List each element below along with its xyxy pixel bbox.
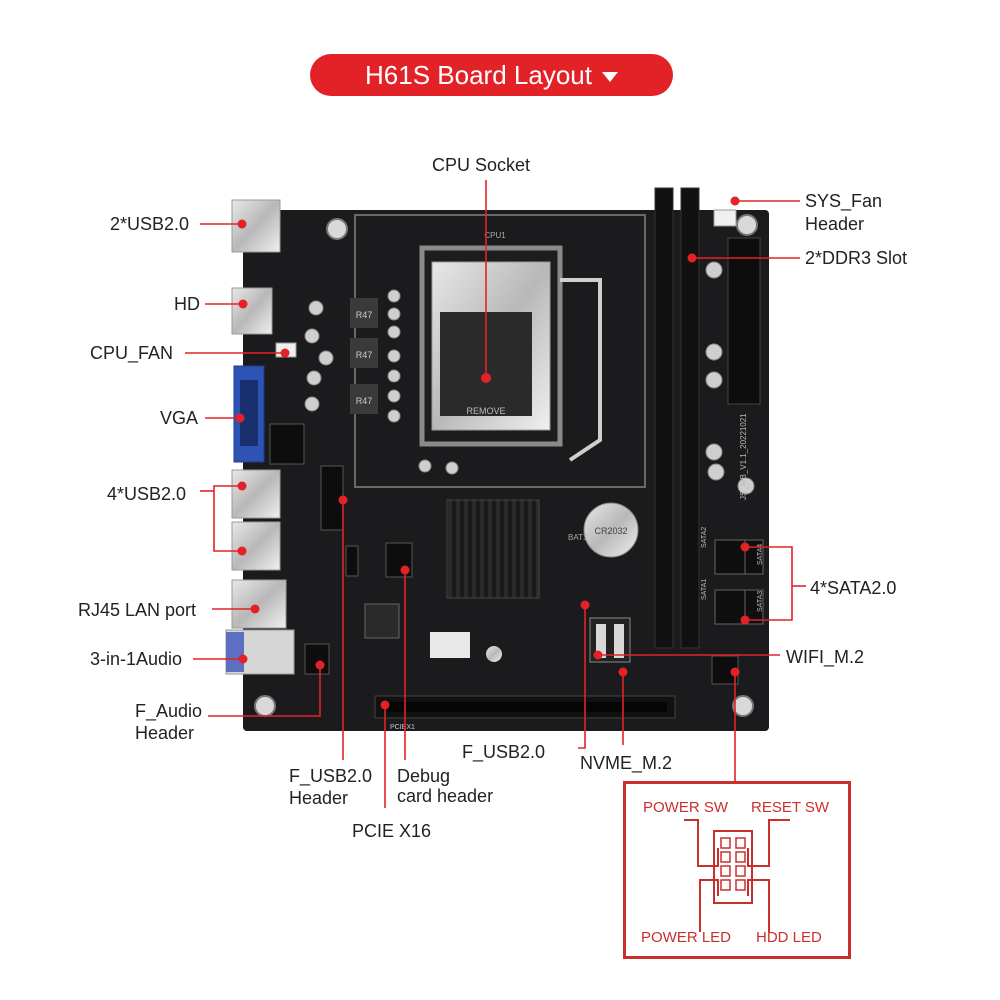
label-sata: 4*SATA2.0 [810,578,897,598]
label-sys-fan-header: Header [805,214,865,234]
pcie-x16-contacts [383,702,667,712]
cpu-lever [560,278,602,462]
label-wifi: WIFI_M.2 [786,647,865,667]
label-vga: VGA [160,408,199,428]
front-panel-box [623,781,851,959]
qr-sticker [430,632,470,658]
pciex1-text: PCIEX1 [390,724,415,731]
cpu-power-connector [269,423,305,465]
label-f-usb-header: F_USB2.0 [289,766,373,786]
nvme-m2-slot [614,624,624,658]
title-text: H61S Board Layout [365,59,592,90]
panel-hdd-led: HDD LED [756,929,822,946]
svg-text:SATA3: SATA3 [757,591,764,612]
label-hd: HD [174,294,200,314]
leader-lines [185,180,806,808]
rear-io [225,199,295,675]
chipset-heatsink [446,499,540,599]
label-f-audio-header: Header [135,723,195,743]
label-rj45: RJ45 LAN port [78,600,197,620]
label-debug-2: card header [397,786,494,806]
panel-power-sw: POWER SW [643,799,728,816]
svg-text:SATA1: SATA1 [701,579,708,600]
title-banner: H61S Board Layout [310,54,673,96]
label-f-usb-right: F_USB2.0 [462,742,546,762]
ddr3-slot-2 [680,187,700,649]
capacitors [304,261,755,495]
lan-chip [364,603,400,639]
label-cpu-socket: CPU Socket [432,155,531,175]
svg-text:SATA2: SATA2 [701,527,708,548]
svg-text:R47: R47 [356,396,373,406]
svg-text:R47: R47 [356,310,373,320]
battery-text: CR2032 [594,526,627,536]
atx-power-connector [727,237,761,405]
label-usb-top: 2*USB2.0 [110,214,190,234]
label-ddr3: 2*DDR3 Slot [805,248,908,268]
label-sys-fan: SYS_Fan [805,191,883,211]
remove-text: REMOVE [466,406,505,416]
label-audio: 3-in-1Audio [90,649,183,669]
ddr3-slot-1 [654,187,674,649]
bat-text: BAT1 [568,533,588,542]
usb-header-2 [345,545,359,577]
f-audio-header [304,643,330,675]
mounting-holes [254,214,758,717]
label-f-usb-header-2: Header [289,788,349,808]
sys-fan-header [713,209,737,227]
dropdown-arrow-icon [601,71,618,82]
wifi-m2-slot [596,624,606,658]
vrm-chokes: R47 R47 R47 [350,298,378,414]
label-debug: Debug [397,766,451,786]
label-f-audio: F_Audio [135,701,203,721]
debug-card-header [385,542,413,578]
cpu1-text: CPU1 [484,231,506,240]
revision-text: JS_MB_V1.1_20221021 [739,413,748,500]
panel-power-led: POWER LED [641,929,732,946]
m2-standoff [486,646,502,662]
sata-ports [714,539,764,625]
leader-dots [235,196,750,710]
label-cpu-fan: CPU_FAN [90,343,174,363]
label-pcie: PCIE X16 [352,821,432,841]
panel-reset-sw: RESET SW [751,799,830,816]
cmos-battery [583,502,639,558]
svg-text:SATA4: SATA4 [757,544,764,565]
svg-text:R47: R47 [356,350,373,360]
front-panel-pinout [684,819,790,932]
label-usb-4: 4*USB2.0 [107,484,187,504]
sata-labels: SATA1 SATA2 SATA3 SATA4 [701,527,764,612]
label-nvme: NVME_M.2 [580,753,673,773]
